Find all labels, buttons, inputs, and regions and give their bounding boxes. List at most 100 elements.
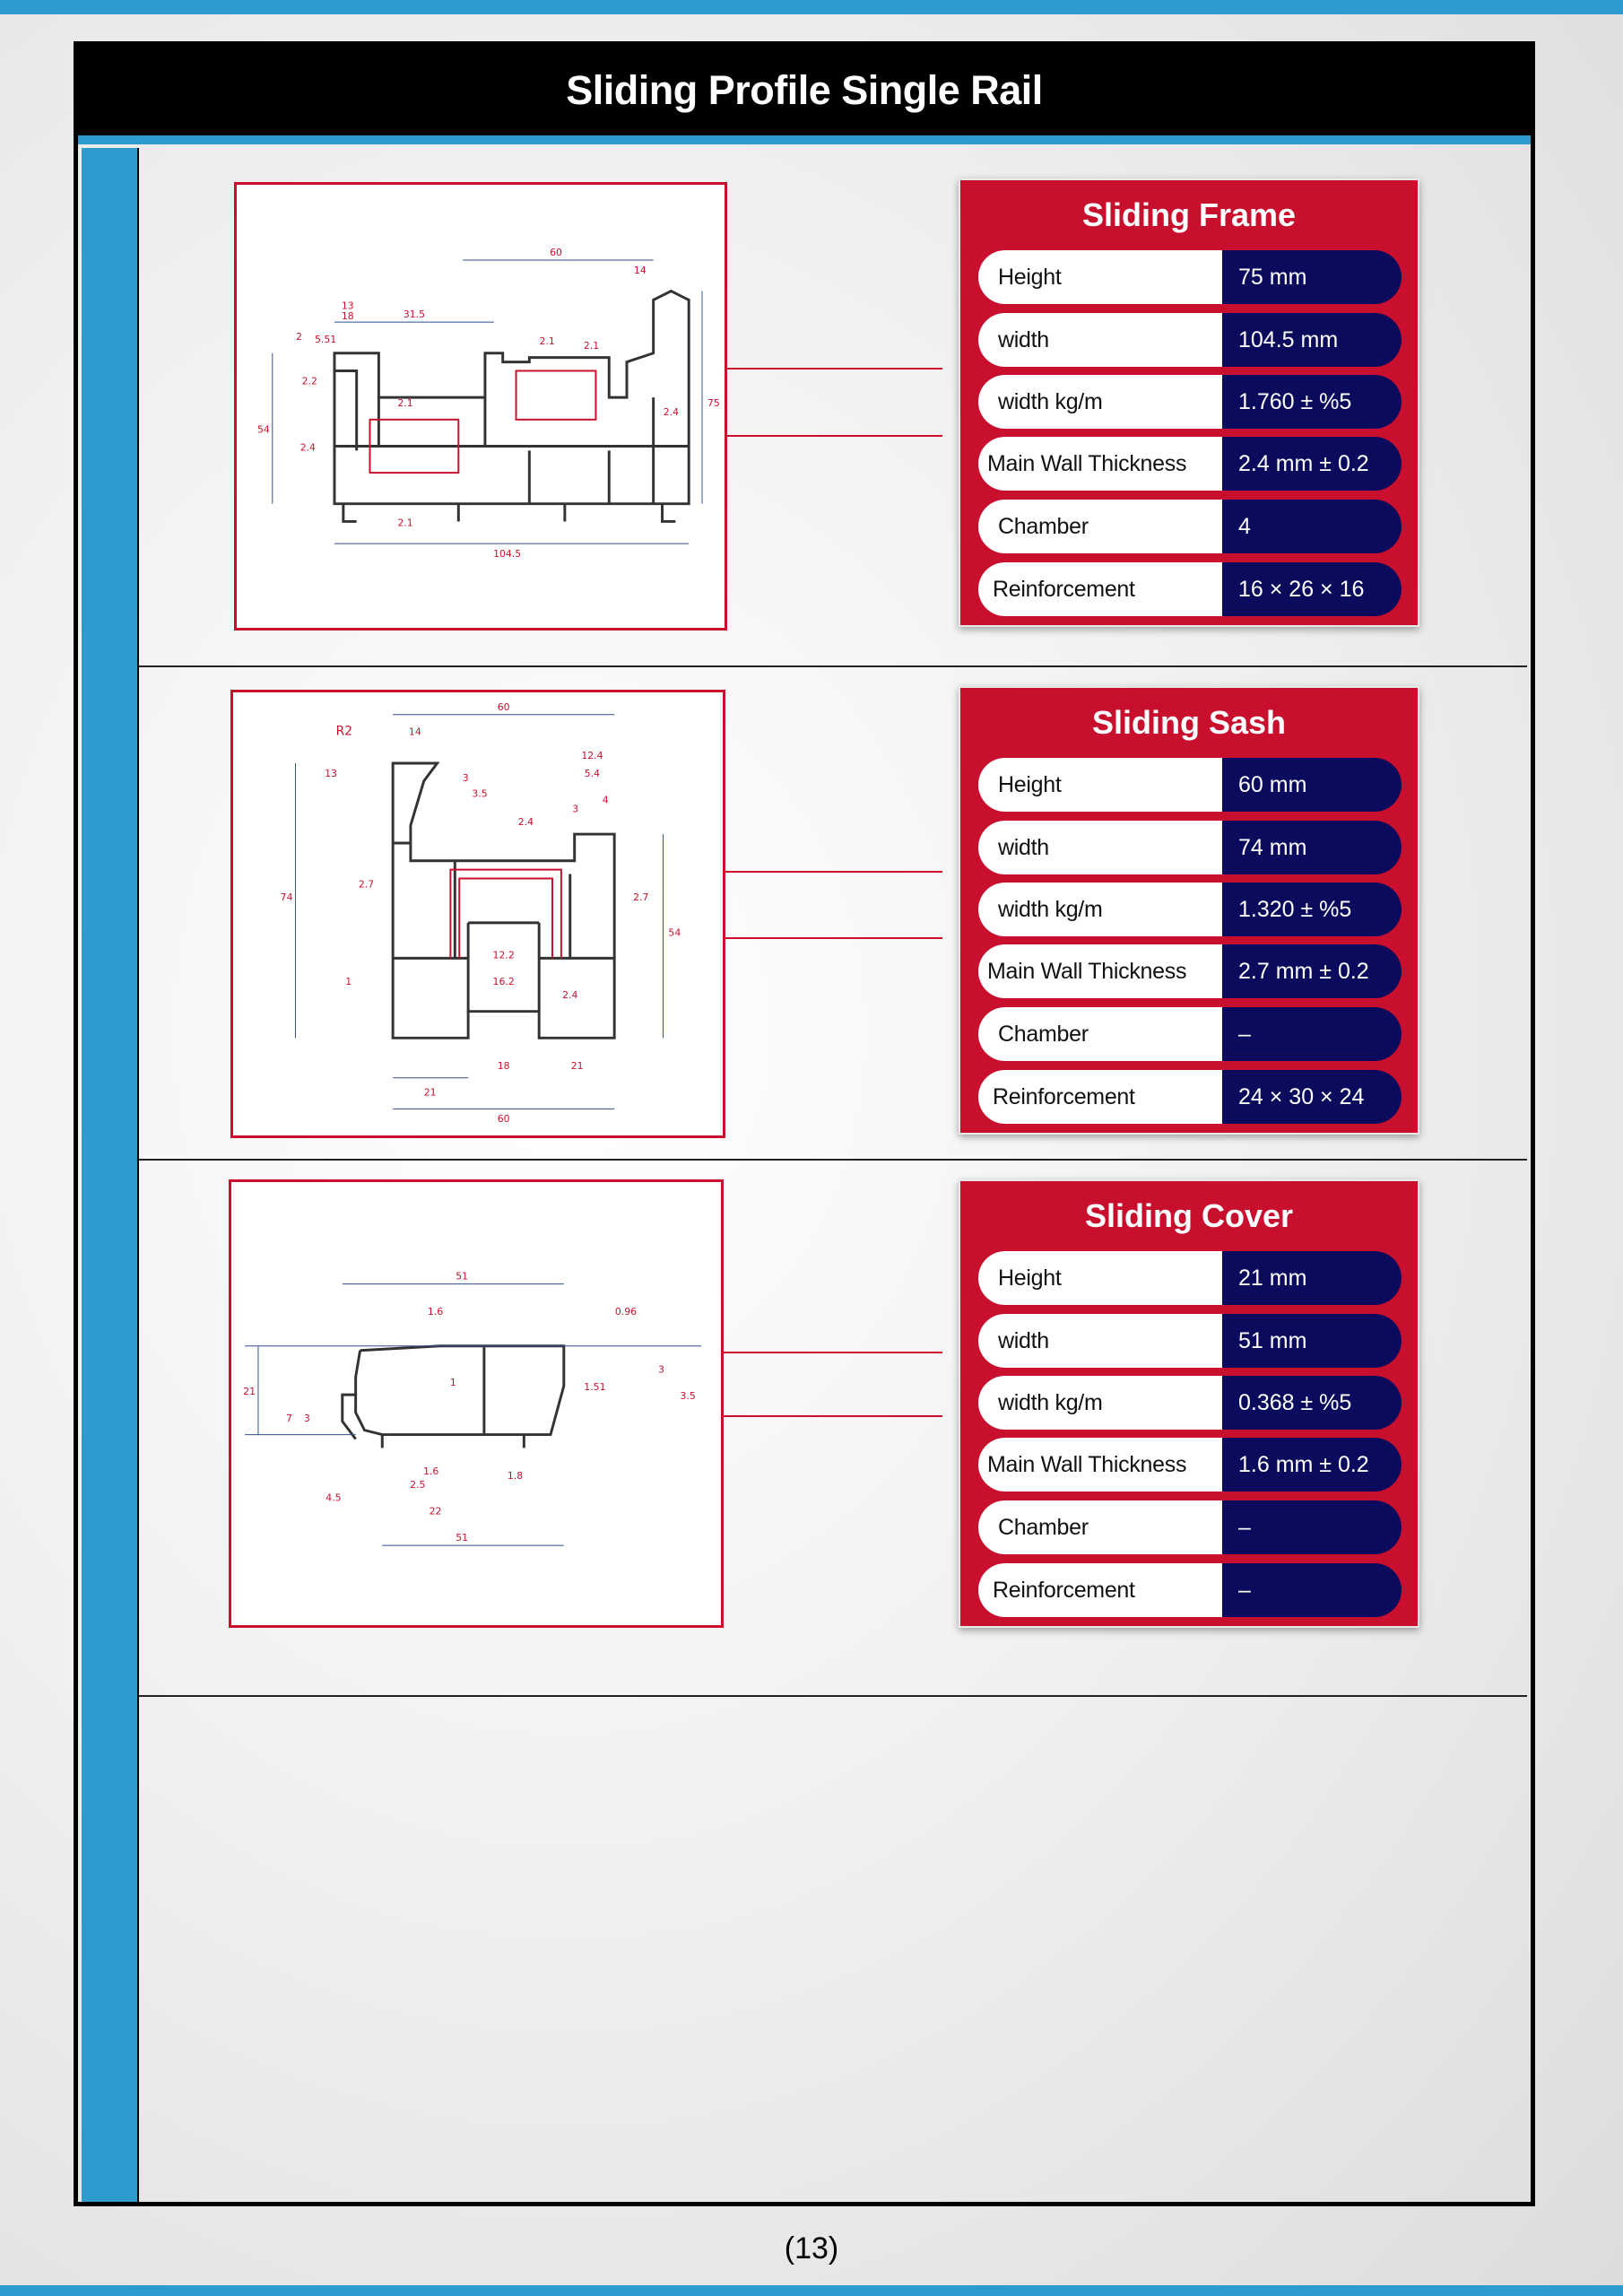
sash-dim-label: 3 — [572, 803, 578, 814]
sash-dim-label: 2.7 — [359, 878, 374, 890]
content-area: 60 14 13 18 31.5 5.51 2 2.2 2.1 2.1 2.1 … — [139, 146, 1527, 2204]
spec-row-width: width 74 mm — [978, 821, 1402, 874]
section-divider — [139, 665, 1527, 667]
sash-dim-label: 13 — [325, 768, 337, 779]
cover-dim-label: 3 — [658, 1363, 664, 1375]
spec-label: Main Wall Thickness — [978, 1438, 1222, 1492]
cover-dim-label: 1.51 — [584, 1381, 605, 1393]
sash-dim-label: 60 — [498, 701, 510, 713]
sash-dim-label: 3.5 — [472, 788, 487, 800]
spec-value: 1.320 ± %5 — [1222, 883, 1402, 936]
spec-label: width — [978, 821, 1222, 874]
header-accent-rule — [78, 135, 1531, 144]
frame-leader-line-top — [727, 368, 942, 370]
spec-value: 1.760 ± %5 — [1222, 375, 1402, 429]
spec-row-chamber: Chamber 4 — [978, 500, 1402, 553]
spec-value: 74 mm — [1222, 821, 1402, 874]
spec-value: 2.4 mm ± 0.2 — [1222, 437, 1402, 491]
sash-dim-label: 54 — [668, 927, 681, 939]
frame-dim-label: 13 — [342, 300, 354, 311]
sash-dim-label: 21 — [571, 1060, 584, 1072]
spec-row-reinforcement: Reinforcement – — [978, 1563, 1402, 1617]
frame-technical-drawing: 60 14 13 18 31.5 5.51 2 2.2 2.1 2.1 2.1 … — [234, 182, 727, 631]
frame-leader-line-bottom — [727, 435, 942, 437]
sash-dim-label: 2.4 — [562, 989, 577, 1001]
frame-dim-label: 2.1 — [584, 340, 599, 352]
frame-dim-label: 2.1 — [539, 335, 554, 347]
frame-dim-label: 2.1 — [397, 397, 412, 409]
spec-row-height: Height 21 mm — [978, 1251, 1402, 1305]
sash-dim-label: 5.4 — [585, 768, 600, 779]
cover-dim-label: 51 — [456, 1532, 468, 1544]
page-frame: Sliding Profile Single Rail — [74, 41, 1535, 2206]
sash-dim-label: 4 — [603, 795, 609, 806]
cover-dim-label: 3.5 — [680, 1390, 695, 1402]
spec-label: Height — [978, 250, 1222, 304]
page-title: Sliding Profile Single Rail — [566, 67, 1043, 113]
cover-leader-line-top — [724, 1352, 942, 1353]
frame-dim-label: 31.5 — [404, 309, 425, 320]
sash-dim-label: 1 — [345, 976, 352, 987]
cover-dim-label: 0.96 — [615, 1306, 637, 1318]
cover-dim-label: 1.6 — [428, 1306, 443, 1318]
sash-dim-label: 12.2 — [493, 949, 515, 961]
profile-section-cover: 51 1.6 0.96 1 1.51 3 3.5 21 7 3 1.6 2.5 … — [139, 1161, 1527, 1653]
spec-row-width: width 51 mm — [978, 1314, 1402, 1368]
spec-label: Reinforcement — [978, 562, 1222, 616]
spec-row-width: width 104.5 mm — [978, 313, 1402, 367]
frame-spec-title: Sliding Frame — [1081, 196, 1297, 233]
spec-row-height: Height 60 mm — [978, 758, 1402, 812]
spec-value: 2.7 mm ± 0.2 — [1222, 944, 1402, 998]
frame-dim-label: 2.4 — [300, 441, 316, 453]
sash-dim-label: 12.4 — [581, 750, 603, 761]
cover-dim-label: 1 — [450, 1377, 456, 1388]
cover-dim-label: 2.5 — [410, 1479, 425, 1491]
spec-label: Main Wall Thickness — [978, 437, 1222, 491]
frame-profile-svg: 60 14 13 18 31.5 5.51 2 2.2 2.1 2.1 2.1 … — [257, 247, 720, 560]
top-accent-bar — [0, 0, 1623, 14]
cover-spec-card: Sliding Cover Height 21 mm width 51 mm w… — [959, 1179, 1419, 1628]
spec-label: width kg/m — [978, 883, 1222, 936]
spec-row-wall-thickness: Main Wall Thickness 1.6 mm ± 0.2 — [978, 1438, 1402, 1492]
sash-dim-label: 18 — [498, 1060, 510, 1072]
spec-value: 4 — [1222, 500, 1402, 553]
sash-dim-label: 14 — [409, 726, 421, 737]
frame-dim-label: 5.51 — [315, 334, 336, 345]
spec-value: 60 mm — [1222, 758, 1402, 812]
frame-dim-label: 2.4 — [664, 406, 679, 418]
spec-value: – — [1222, 1500, 1402, 1554]
spec-label: Height — [978, 1251, 1222, 1305]
spec-label: Chamber — [978, 500, 1222, 553]
sash-dim-label: 2.4 — [518, 816, 534, 828]
spec-row-weight: width kg/m 1.320 ± %5 — [978, 883, 1402, 936]
cover-spec-title: Sliding Cover — [1084, 1197, 1294, 1234]
spec-value: 1.6 mm ± 0.2 — [1222, 1438, 1402, 1492]
spec-label: width — [978, 1314, 1222, 1368]
spec-label: Height — [978, 758, 1222, 812]
spec-row-reinforcement: Reinforcement 24 × 30 × 24 — [978, 1070, 1402, 1124]
spec-value: 51 mm — [1222, 1314, 1402, 1368]
frame-dim-label: 2.1 — [397, 517, 412, 528]
sash-dim-label: 2.7 — [633, 891, 648, 903]
cover-leader-line-bottom — [724, 1415, 942, 1417]
page-header: Sliding Profile Single Rail — [78, 46, 1531, 135]
sash-spec-title: Sliding Sash — [1091, 704, 1287, 741]
spec-value: 24 × 30 × 24 — [1222, 1070, 1402, 1124]
frame-dim-label: 2.2 — [302, 375, 317, 387]
spec-value: – — [1222, 1007, 1402, 1061]
frame-dim-label: 2 — [296, 331, 302, 343]
sash-dim-label: 60 — [498, 1113, 510, 1125]
side-accent-strip — [82, 148, 139, 2202]
spec-label: width kg/m — [978, 375, 1222, 429]
section-divider — [139, 1695, 1527, 1697]
cover-dim-label: 22 — [430, 1506, 442, 1518]
spec-row-reinforcement: Reinforcement 16 × 26 × 16 — [978, 562, 1402, 616]
spec-value: 0.368 ± %5 — [1222, 1376, 1402, 1430]
cover-dim-label: 3 — [304, 1413, 310, 1424]
spec-row-weight: width kg/m 1.760 ± %5 — [978, 375, 1402, 429]
spec-label: Chamber — [978, 1007, 1222, 1061]
cover-dim-label: 1.8 — [508, 1470, 523, 1482]
spec-label: Chamber — [978, 1500, 1222, 1554]
spec-label: Reinforcement — [978, 1070, 1222, 1124]
sash-dim-label: R2 — [336, 724, 352, 738]
